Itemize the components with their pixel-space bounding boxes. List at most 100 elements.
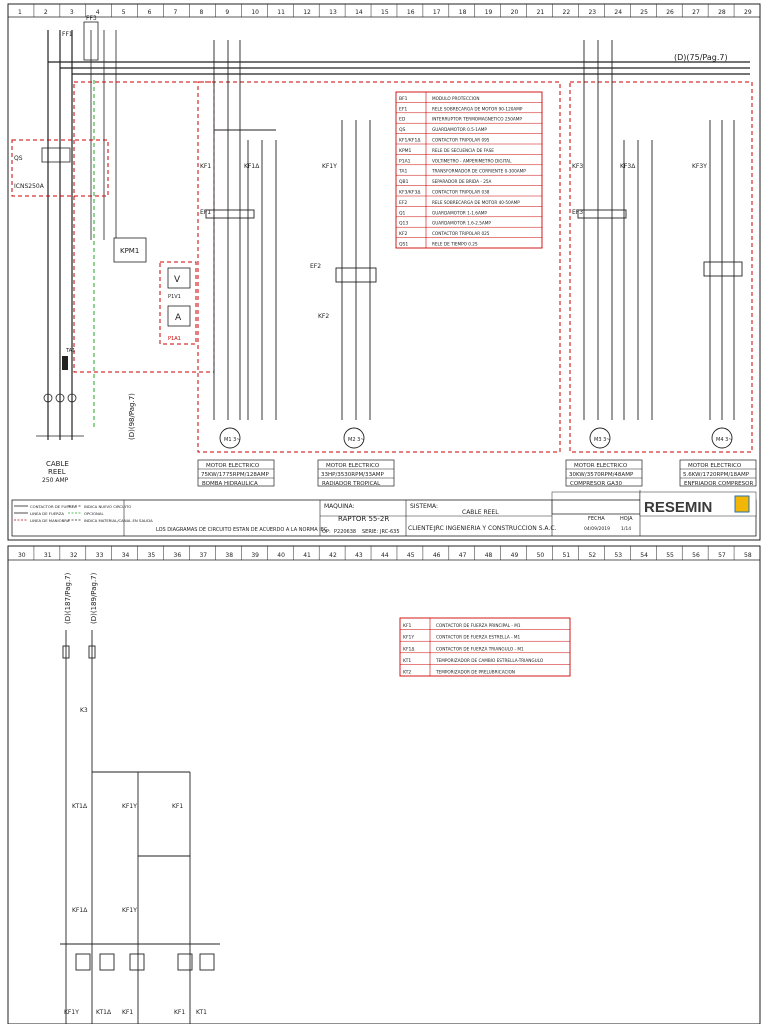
motor-m1	[219, 427, 241, 449]
motor-title: MOTOR ELECTRICO	[326, 463, 380, 469]
kf1-delta-label-2: KF1Δ	[72, 907, 88, 914]
motor-m2	[343, 427, 365, 449]
kf3y-label: KF3Y	[692, 163, 707, 170]
column-number: 51	[563, 552, 571, 559]
column-number: 48	[485, 552, 493, 559]
qs-rating: ICNS250A	[14, 183, 45, 190]
hoja-label: HOJA	[620, 516, 633, 522]
column-number: 8	[199, 9, 203, 16]
column-number: 29	[744, 9, 752, 16]
column-number: 33	[96, 552, 104, 559]
column-number: 24	[614, 9, 622, 16]
motor-spec-box	[565, 459, 643, 487]
xref-top: (D)(75/Pag.7)	[674, 53, 728, 62]
motor-branch-2	[335, 120, 377, 420]
legend-code: EF2	[399, 200, 407, 206]
motor-spec: 33HP/3530RPM/33AMP	[321, 472, 385, 478]
column-number: 57	[718, 552, 726, 559]
legend-desc: RELE DE SECUENCIA DE FASE	[432, 148, 494, 153]
cliente-value: JRC INGENIERIA Y CONSTRUCCION S.A.C.	[433, 525, 557, 532]
motor-symbols	[219, 427, 733, 449]
legend-code: QB1	[399, 179, 409, 185]
column-number: 27	[692, 9, 700, 16]
voltmeter-symbol: V	[174, 275, 181, 285]
column-number: 9	[225, 9, 229, 16]
column-number: 11	[277, 9, 285, 16]
power-panel-boundary-1	[197, 81, 561, 453]
legend-code: KF1Δ	[403, 646, 415, 652]
power-panel-boundary-2	[569, 81, 753, 453]
ff1-label: FF1	[62, 31, 73, 38]
note-text: OPCIONAL	[84, 511, 104, 516]
kf1-delta-label: KF1Δ	[244, 163, 260, 170]
legend-desc: GUARDAMOTOR 0.5-1AMP	[432, 127, 487, 132]
m1-label: M1 3~	[224, 437, 240, 443]
column-number: 20	[511, 9, 519, 16]
legend-desc: GUARDAMOTOR 1-1.6AMP	[432, 210, 487, 215]
legend-code: KT2	[403, 670, 411, 676]
motor-title: MOTOR ELECTRICO	[206, 463, 260, 469]
control-panel-boundary	[73, 81, 215, 373]
motor-spec: 30KW/3570RPM/48AMP	[569, 472, 634, 478]
motor-spec: 5.6KW/1720RPM/18AMP	[683, 472, 750, 478]
kt1-bottom: KT1	[196, 1009, 207, 1016]
legend-desc: TRANSFORMADOR DE CORRIENTE 0-300AMP	[431, 169, 526, 174]
kf1y-bottom: KF1Y	[64, 1009, 79, 1016]
column-number: 10	[251, 9, 259, 16]
column-number: 17	[433, 9, 441, 16]
column-number: 39	[251, 552, 259, 559]
k3-label: K3	[80, 707, 88, 714]
cable-reel-line2: REEL	[48, 468, 66, 476]
column-number: 5	[122, 9, 126, 16]
ammeter-code: P1A1	[168, 336, 181, 342]
legend-code: KPM1	[399, 148, 412, 154]
column-number: 45	[407, 552, 415, 559]
column-number: 19	[485, 9, 493, 16]
ef3-label: EF3	[572, 209, 583, 216]
serie-label: SERIE:	[362, 529, 378, 535]
main-bus	[47, 30, 750, 440]
legend-code: QS1	[399, 242, 408, 248]
legend-code: KF2	[399, 231, 408, 237]
column-number: 38	[225, 552, 233, 559]
legend-code: KF3/KF3Δ	[399, 190, 421, 196]
legend-desc: CONTACTOR TRIPOLAR 025	[432, 231, 490, 236]
ta1-label: TA1	[65, 348, 75, 354]
column-number: 43	[355, 552, 363, 559]
column-number: 14	[355, 9, 363, 16]
fecha-label: FECHA	[588, 516, 605, 522]
sistema-value: CABLE REEL	[462, 509, 499, 516]
legend-code: KT1	[403, 658, 411, 664]
cable-reel-xref: (D)(98/Pag.7)	[128, 393, 136, 440]
motor-spec: 75KW/1775RPM/128AMP	[201, 472, 269, 478]
column-number: 2	[44, 9, 48, 16]
note-text: INDICA MATERIAL/CANAL EN SALIDA	[84, 518, 153, 523]
motor-name: ENFRIADOR COMPRESOR	[684, 481, 753, 487]
brand-logo-icon	[734, 495, 750, 513]
control-circuit	[60, 630, 220, 1024]
legend-desc: VOLTIMETRO - AMPERIMETRO DIGITAL	[432, 158, 512, 163]
note-text: CONTACTOR DE FUERZA	[30, 504, 77, 509]
column-number: 56	[692, 552, 700, 559]
qs-label: QS	[14, 155, 23, 162]
kf1y-label-2: KF1Y	[122, 803, 137, 810]
kf1y-label: KF1Y	[322, 163, 337, 170]
column-number: 23	[588, 9, 596, 16]
column-number: 21	[537, 9, 545, 16]
legend-code: ED	[399, 117, 406, 123]
column-number: 26	[666, 9, 674, 16]
legend-desc: SEPARADOR DE BRIDA - 25A	[432, 179, 492, 184]
maquina-label: MAQUINA:	[324, 503, 355, 510]
column-number: 37	[199, 552, 207, 559]
column-number: 25	[640, 9, 648, 16]
note-text: LINEA DE MANIOBRA	[30, 518, 70, 523]
kf3-delta-label: KF3Δ	[620, 163, 636, 170]
cliente-label: CLIENTE:	[408, 525, 435, 532]
